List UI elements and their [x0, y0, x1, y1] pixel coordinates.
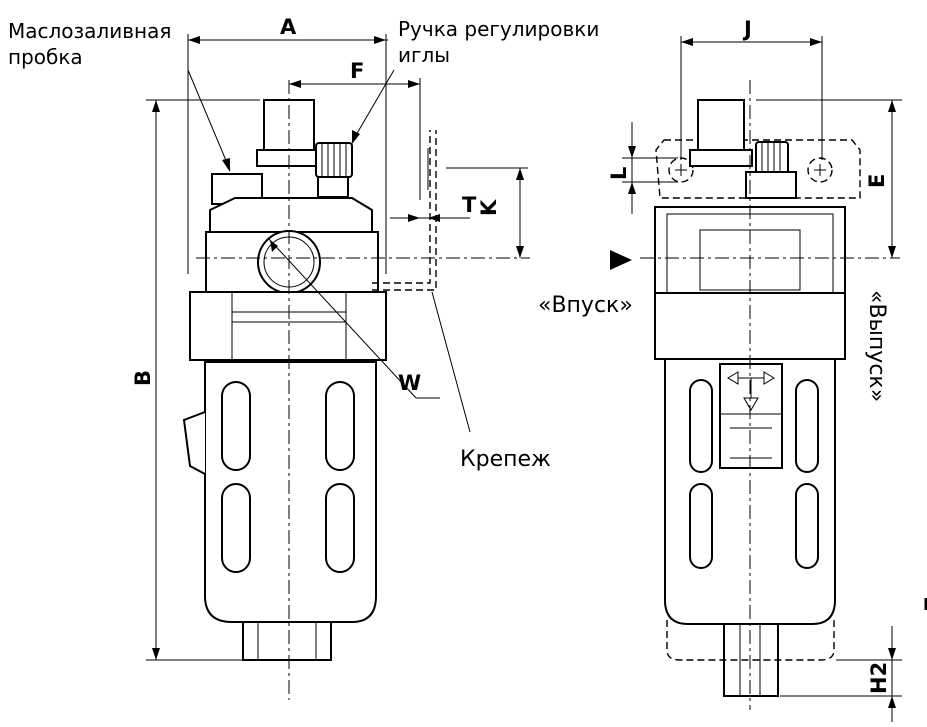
- oil-plug-label-line1: Маслозаливная: [8, 19, 171, 43]
- dim-J: J: [742, 17, 752, 41]
- front-view: [610, 80, 900, 710]
- dim-L: L: [607, 167, 631, 180]
- outlet-label: «Выпуск»: [864, 290, 889, 402]
- side-view-dimensions: [146, 34, 528, 661]
- dim-F: F: [350, 59, 364, 83]
- dim-T: T: [462, 193, 477, 217]
- callout-labels: Маслозаливная пробка Ручка регулировки и…: [8, 17, 889, 472]
- mount-label: Крепеж: [460, 447, 551, 472]
- needle-knob-label-line2: иглы: [398, 43, 450, 67]
- oil-plug-label-line2: пробка: [8, 45, 83, 69]
- front-view-dimensions: [622, 36, 927, 722]
- dim-E: E: [865, 174, 889, 188]
- inlet-label: «Впуск»: [538, 293, 633, 318]
- dim-W: W: [398, 371, 421, 395]
- dim-A: A: [280, 15, 297, 39]
- dimension-letters: A F T K B W J L E H2: [131, 15, 891, 694]
- dim-H2: H2: [867, 662, 891, 694]
- side-view: [182, 80, 530, 700]
- dim-K: K: [477, 199, 501, 216]
- dim-B: B: [131, 370, 155, 386]
- needle-knob-label-line1: Ручка регулировки: [398, 17, 599, 41]
